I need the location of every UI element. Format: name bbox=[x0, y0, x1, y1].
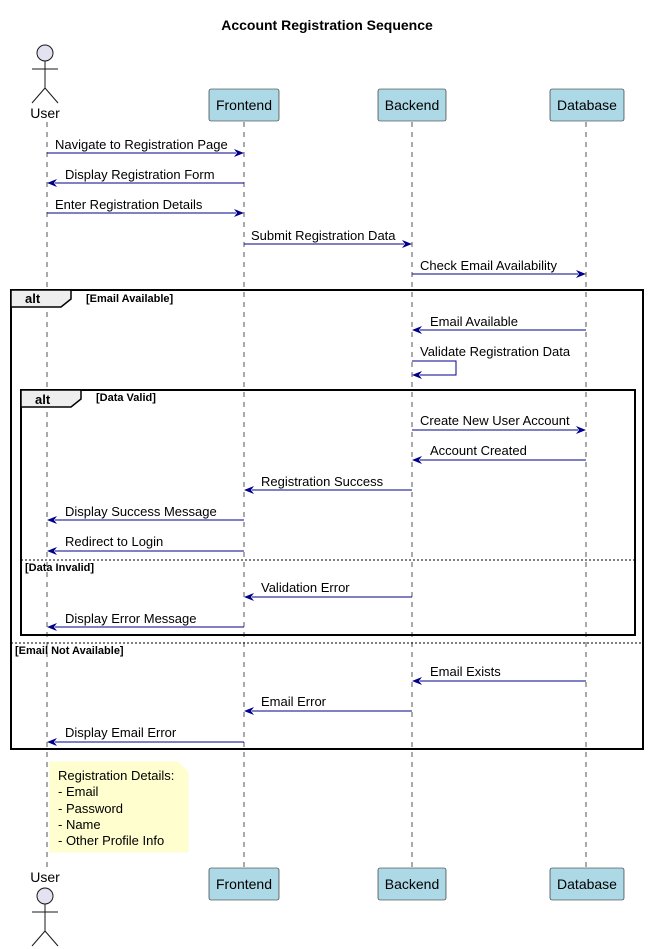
participant-backend-top: Backend bbox=[377, 88, 447, 122]
message-label: Registration Success bbox=[261, 474, 384, 489]
actor-user-bottom: User bbox=[30, 869, 60, 947]
participant-backend-label-top: Backend bbox=[385, 97, 439, 113]
participant-frontend-label-top: Frontend bbox=[216, 97, 272, 113]
diagram-title: Account Registration Sequence bbox=[221, 17, 433, 33]
message-display-error-message: Display Error Message bbox=[47, 611, 244, 631]
message-label: Email Error bbox=[261, 694, 327, 709]
guard-data-invalid: [Data Invalid] bbox=[25, 562, 94, 574]
message-display-registration-form: Display Registration Form bbox=[47, 167, 244, 187]
message-email-available: Email Available bbox=[412, 314, 586, 334]
message-label: Email Available bbox=[430, 314, 518, 329]
message-label: Display Success Message bbox=[65, 504, 217, 519]
note-line: Registration Details: bbox=[58, 768, 174, 783]
actor-user-top: User bbox=[30, 44, 60, 121]
guard-email-available: [Email Available] bbox=[86, 293, 174, 305]
arrowhead-icon bbox=[244, 486, 254, 494]
guard-email-not-available: [Email Not Available] bbox=[15, 645, 124, 657]
note-line: - Email bbox=[58, 784, 99, 799]
participant-database-bottom: Database bbox=[549, 867, 625, 901]
message-label: Create New User Account bbox=[420, 413, 570, 428]
message-label: Account Created bbox=[430, 443, 527, 458]
message-validate-registration-data: Validate Registration Data bbox=[412, 344, 571, 379]
message-label: Display Error Message bbox=[65, 611, 197, 626]
actor-user-label-bottom: User bbox=[30, 869, 60, 885]
participant-database-top: Database bbox=[549, 88, 625, 122]
note-line: - Name bbox=[58, 817, 101, 832]
message-label: Navigate to Registration Page bbox=[55, 137, 228, 152]
note-line: - Password bbox=[58, 801, 123, 816]
message-check-email-availability: Check Email Availability bbox=[412, 258, 586, 278]
arrowhead-icon bbox=[402, 240, 412, 248]
message-label: Submit Registration Data bbox=[251, 228, 396, 243]
arrowhead-icon bbox=[234, 149, 244, 157]
message-label: Display Email Error bbox=[65, 725, 177, 740]
message-label: Display Registration Form bbox=[65, 167, 215, 182]
arrowhead-icon bbox=[47, 738, 57, 746]
message-enter-registration-details: Enter Registration Details bbox=[47, 197, 244, 217]
message-label: Redirect to Login bbox=[65, 534, 163, 549]
message-redirect-to-login: Redirect to Login bbox=[47, 534, 244, 555]
message-validation-error: Validation Error bbox=[244, 580, 412, 601]
actor-head-icon bbox=[36, 887, 54, 905]
participant-backend-bottom: Backend bbox=[377, 867, 447, 901]
message-email-error: Email Error bbox=[244, 694, 412, 715]
note-registration-details: Registration Details: - Email - Password… bbox=[49, 761, 189, 853]
actor-head-icon bbox=[36, 44, 54, 62]
alt-fragment-outer: alt [Email Available] [Email Not Availab… bbox=[10, 289, 644, 750]
participant-database-label-bottom: Database bbox=[557, 876, 617, 892]
participant-frontend-label-bottom: Frontend bbox=[216, 876, 272, 892]
message-display-success-message: Display Success Message bbox=[47, 504, 244, 524]
arrowhead-icon bbox=[412, 677, 422, 685]
arrowhead-icon bbox=[234, 209, 244, 217]
message-label: Validation Error bbox=[261, 580, 350, 595]
alt-fragment-inner: alt [Data Valid] [Data Invalid] bbox=[20, 389, 636, 636]
message-label: Email Exists bbox=[430, 664, 501, 679]
message-registration-success: Registration Success bbox=[244, 474, 412, 494]
message-navigate-registration: Navigate to Registration Page bbox=[47, 137, 244, 157]
participant-database-label-top: Database bbox=[557, 97, 617, 113]
arrowhead-icon bbox=[244, 707, 254, 715]
arrowhead-icon bbox=[47, 547, 57, 555]
arrowhead-icon bbox=[244, 593, 254, 601]
arrowhead-icon bbox=[47, 516, 57, 524]
arrowhead-icon bbox=[576, 426, 586, 434]
note-line: - Other Profile Info bbox=[58, 833, 164, 848]
message-email-exists: Email Exists bbox=[412, 664, 586, 685]
message-submit-registration-data: Submit Registration Data bbox=[244, 228, 412, 248]
actor-user-label-top: User bbox=[30, 105, 60, 121]
message-create-new-user-account: Create New User Account bbox=[412, 413, 586, 434]
arrowhead-icon bbox=[412, 456, 422, 464]
message-label: Check Email Availability bbox=[420, 258, 558, 273]
arrowhead-icon bbox=[47, 623, 57, 631]
message-label: Enter Registration Details bbox=[55, 197, 203, 212]
arrowhead-icon bbox=[47, 179, 57, 187]
participant-frontend-bottom: Frontend bbox=[208, 867, 280, 901]
arrowhead-icon bbox=[576, 270, 586, 278]
participant-frontend-top: Frontend bbox=[208, 88, 280, 122]
alt-keyword-outer: alt bbox=[25, 291, 41, 306]
guard-data-valid: [Data Valid] bbox=[96, 392, 156, 404]
message-display-email-error: Display Email Error bbox=[47, 725, 244, 746]
message-account-created: Account Created bbox=[412, 443, 586, 464]
arrowhead-icon bbox=[412, 326, 422, 334]
message-label: Validate Registration Data bbox=[420, 344, 571, 359]
arrowhead-icon bbox=[412, 371, 422, 379]
participant-backend-label-bottom: Backend bbox=[385, 876, 439, 892]
alt-keyword-inner: alt bbox=[35, 392, 51, 407]
